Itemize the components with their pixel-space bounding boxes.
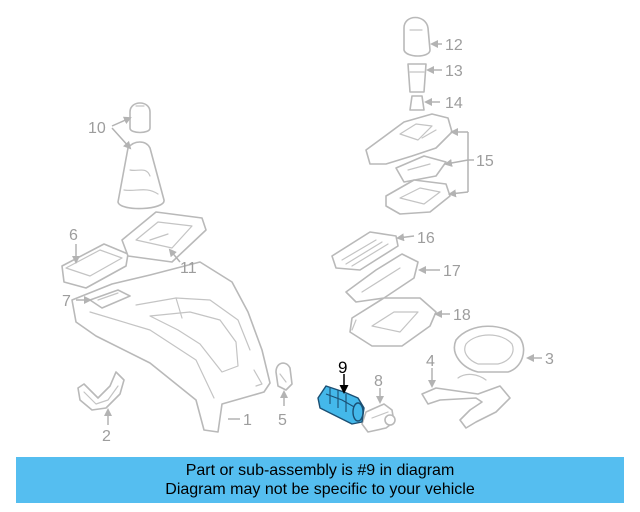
label-2: 2 — [102, 428, 111, 445]
label-7: 7 — [62, 293, 71, 310]
label-18: 18 — [453, 307, 471, 324]
label-17: 17 — [443, 263, 461, 280]
leader-11 — [168, 248, 181, 263]
part-12-shift-knob — [403, 16, 431, 57]
label-4: 4 — [426, 353, 435, 370]
label-10: 10 — [88, 120, 106, 137]
banner-line-1: Part or sub-assembly is #9 in diagram — [185, 462, 455, 479]
label-14: 14 — [445, 95, 463, 112]
leader-10b — [111, 127, 132, 150]
part-9-socket — [317, 385, 365, 425]
part-3-ring — [453, 325, 525, 373]
part-13-sleeve — [407, 63, 427, 93]
leader-10a — [111, 116, 132, 127]
label-1: 1 — [243, 412, 252, 429]
part-14-button — [409, 95, 425, 111]
label-16: 16 — [417, 230, 435, 247]
leader-15c — [448, 189, 469, 198]
label-5: 5 — [278, 412, 287, 429]
part-10-knob-boot — [117, 102, 165, 210]
label-15: 15 — [476, 153, 494, 170]
part-8-lighter-element — [361, 403, 396, 433]
parts-diagram: 1 2 3 4 5 6 7 8 — [61, 16, 554, 445]
info-banner: Part or sub-assembly is #9 in diagram Di… — [16, 457, 624, 503]
leader-15b — [444, 158, 469, 167]
part-1-console-body — [71, 261, 271, 433]
label-3: 3 — [545, 351, 554, 368]
label-13: 13 — [445, 63, 463, 80]
leader-16 — [396, 233, 415, 242]
banner-line-2: Diagram may not be specific to your vehi… — [165, 481, 475, 498]
part-2-bracket — [77, 371, 125, 411]
part-6-tray — [61, 243, 129, 289]
part-18-frame — [349, 297, 437, 347]
part-5-clip — [275, 362, 293, 391]
part-7-switch — [89, 289, 131, 309]
part-15-bezel-assembly — [365, 113, 453, 215]
label-9: 9 — [338, 358, 347, 377]
label-6: 6 — [69, 227, 78, 244]
part-17-cover — [345, 253, 419, 303]
label-11: 11 — [180, 260, 197, 277]
part-11-plate — [121, 211, 207, 263]
part-16-mat — [331, 231, 399, 271]
label-12: 12 — [445, 37, 463, 54]
part-4-handle — [421, 373, 511, 429]
label-8: 8 — [374, 373, 383, 390]
